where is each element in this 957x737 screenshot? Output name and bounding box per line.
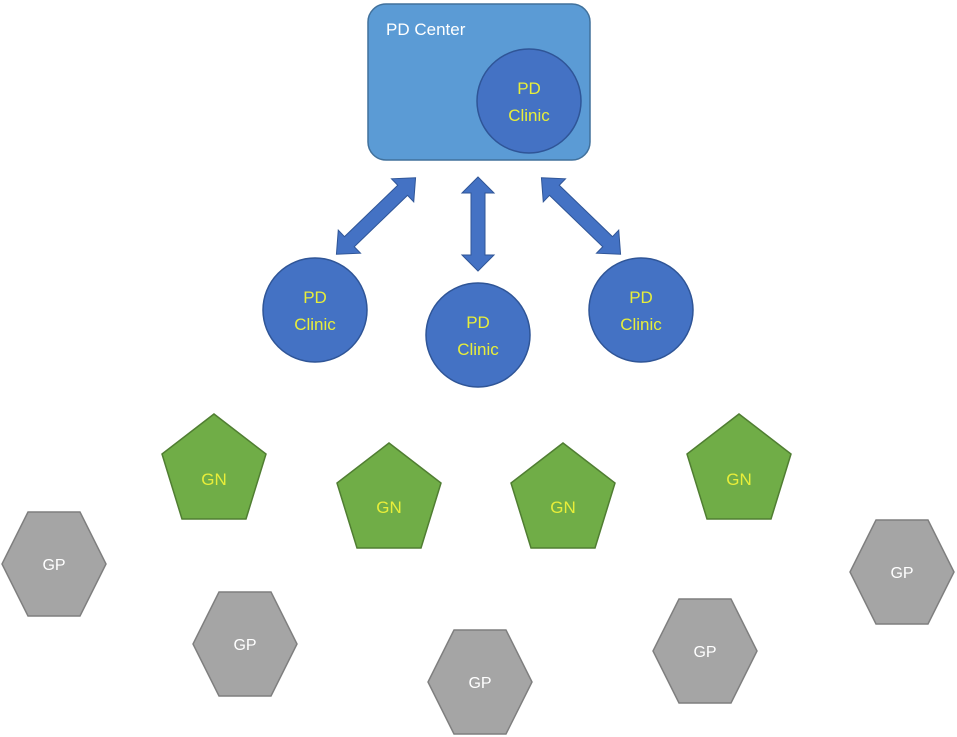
gn-label: GN bbox=[726, 470, 752, 489]
gp-hexagon bbox=[427, 629, 533, 735]
pd-clinic-circle bbox=[262, 257, 368, 363]
gn-label: GN bbox=[201, 470, 227, 489]
gp-node-4: GP bbox=[652, 598, 758, 704]
double-arrow-icon bbox=[540, 177, 622, 255]
gp-node-2: GP bbox=[192, 591, 298, 697]
pd-clinic-circle bbox=[425, 282, 531, 388]
gp-hexagon bbox=[652, 598, 758, 704]
gn-node-1: GN bbox=[161, 413, 267, 520]
gp-hexagon bbox=[849, 519, 955, 625]
pd-center: PD Center PD Clinic bbox=[367, 3, 591, 161]
pd-center-clinic-circle bbox=[476, 48, 582, 154]
gp-node-3: GP bbox=[427, 629, 533, 735]
gp-label: GP bbox=[42, 557, 65, 574]
gn-pentagon bbox=[510, 442, 616, 549]
arrow-right bbox=[540, 177, 622, 255]
pd-clinic-line2: Clinic bbox=[620, 315, 662, 334]
pd-center-label: PD Center bbox=[386, 20, 466, 39]
gn-pentagon bbox=[161, 413, 267, 520]
gn-label: GN bbox=[376, 498, 402, 517]
pd-center-clinic-line2: Clinic bbox=[508, 106, 550, 125]
pd-clinic-line1: PD bbox=[303, 288, 327, 307]
gp-hexagon bbox=[1, 511, 107, 617]
arrow-left bbox=[335, 177, 417, 255]
double-arrow-icon bbox=[460, 176, 496, 272]
pd-clinic-1: PD Clinic bbox=[262, 257, 368, 363]
pd-clinic-2: PD Clinic bbox=[425, 282, 531, 388]
pd-clinic-line2: Clinic bbox=[457, 340, 499, 359]
gn-node-4: GN bbox=[686, 413, 792, 520]
gp-label: GP bbox=[233, 637, 256, 654]
gn-node-3: GN bbox=[510, 442, 616, 549]
gp-label: GP bbox=[468, 675, 491, 692]
gn-node-2: GN bbox=[336, 442, 442, 549]
pd-clinic-circle bbox=[588, 257, 694, 363]
pd-clinic-line1: PD bbox=[629, 288, 653, 307]
pd-clinic-line2: Clinic bbox=[294, 315, 336, 334]
pd-center-clinic-line1: PD bbox=[517, 79, 541, 98]
gn-pentagon bbox=[686, 413, 792, 520]
gp-node-5: GP bbox=[849, 519, 955, 625]
gp-label: GP bbox=[693, 644, 716, 661]
gn-pentagon bbox=[336, 442, 442, 549]
gp-hexagon bbox=[192, 591, 298, 697]
pd-clinic-line1: PD bbox=[466, 313, 490, 332]
pd-clinic-3: PD Clinic bbox=[588, 257, 694, 363]
gp-label: GP bbox=[890, 565, 913, 582]
gp-node-1: GP bbox=[1, 511, 107, 617]
double-arrow-icon bbox=[335, 177, 417, 255]
arrow-center bbox=[460, 176, 496, 272]
gn-label: GN bbox=[550, 498, 576, 517]
